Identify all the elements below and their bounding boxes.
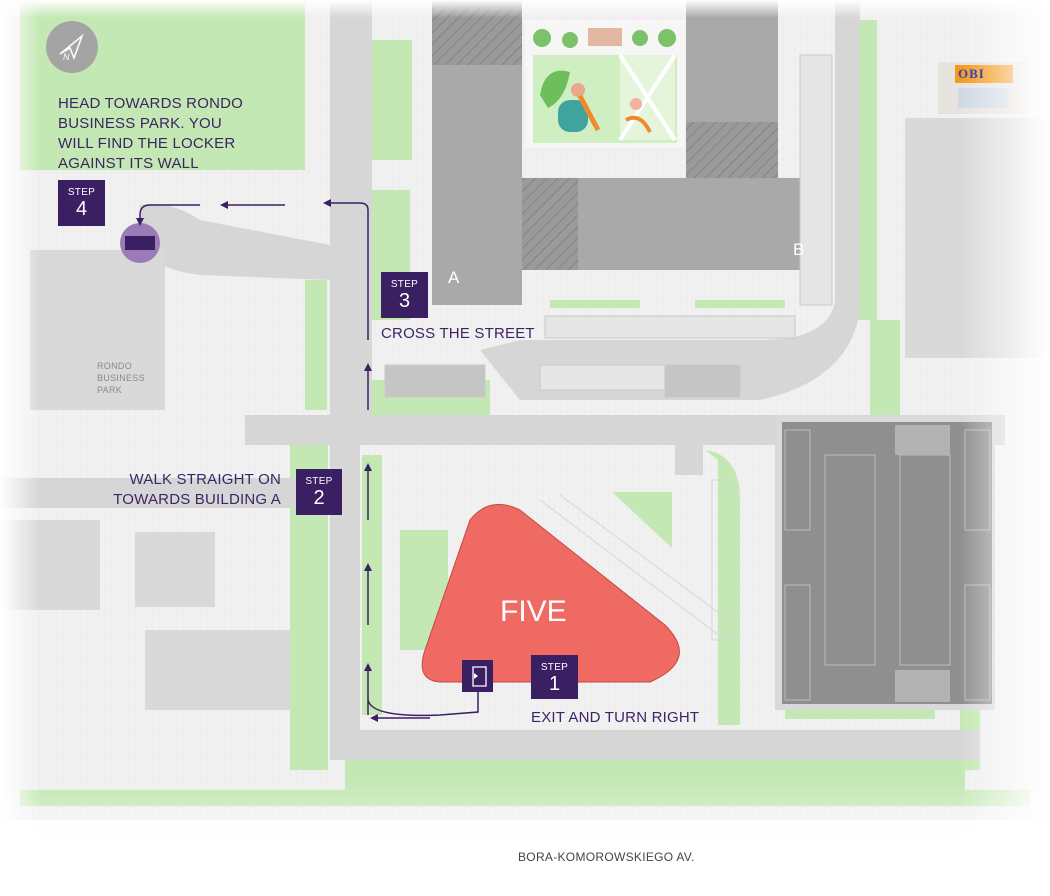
rondo-label-line: BUSINESS <box>97 373 145 383</box>
step-4-text-line: HEAD TOWARDS RONDO <box>58 95 244 112</box>
step-3-tag: STEP <box>390 279 419 290</box>
step-1-text: EXIT AND TURN RIGHT <box>531 709 700 726</box>
step-2-text: WALK STRAIGHT ON TOWARDS BUILDING A <box>100 470 281 510</box>
rondo-label: RONDO BUSINESS PARK <box>97 360 145 396</box>
step-4-text-line: BUSINESS PARK. YOU <box>58 115 222 132</box>
step-3-badge: STEP 3 <box>381 272 428 318</box>
compass-label: N <box>63 52 70 62</box>
step-2-text-line: WALK STRAIGHT ON <box>129 471 281 488</box>
building-b <box>522 0 822 270</box>
step-4-text-line: WILL FIND THE LOCKER <box>58 135 236 152</box>
building-a <box>432 0 522 305</box>
five-building <box>421 503 680 683</box>
step-3-number: 3 <box>398 290 411 312</box>
step-1-badge: STEP 1 <box>531 655 578 699</box>
compass-icon <box>46 21 98 73</box>
step-2-tag: STEP <box>305 476 333 487</box>
rondo-label-line: RONDO <box>97 361 132 371</box>
step-1-tag: STEP <box>540 662 569 673</box>
step-2-text-line: TOWARDS BUILDING A <box>113 491 281 508</box>
locker-marker <box>120 223 160 263</box>
building-a-label: A <box>448 268 460 287</box>
exit-door-icon <box>462 660 493 692</box>
step-4-tag: STEP <box>67 187 96 198</box>
rondo-label-line: PARK <box>97 385 123 395</box>
step-2-number: 2 <box>313 487 325 509</box>
step-3-text: CROSS THE STREET <box>381 325 535 342</box>
parking-strips <box>384 54 833 398</box>
step-4-badge: STEP 4 <box>58 180 105 226</box>
courtyard-illustration <box>525 20 685 148</box>
obi-sign-label: OBI <box>958 66 985 81</box>
step-4-text: HEAD TOWARDS RONDO BUSINESS PARK. YOU WI… <box>58 94 243 174</box>
step-4-number: 4 <box>75 198 88 220</box>
building-b-label: B <box>793 240 805 259</box>
route-path <box>136 199 479 722</box>
step-2-badge: STEP 2 <box>296 469 342 515</box>
step-4-text-line: AGAINST ITS WALL <box>58 155 199 172</box>
street-label: BORA-KOMOROWSKIEGO AV. <box>518 850 695 864</box>
parking-lot <box>782 422 992 704</box>
five-parking <box>539 479 737 641</box>
step-1-number: 1 <box>548 673 561 695</box>
five-building-label: FIVE <box>500 595 567 628</box>
